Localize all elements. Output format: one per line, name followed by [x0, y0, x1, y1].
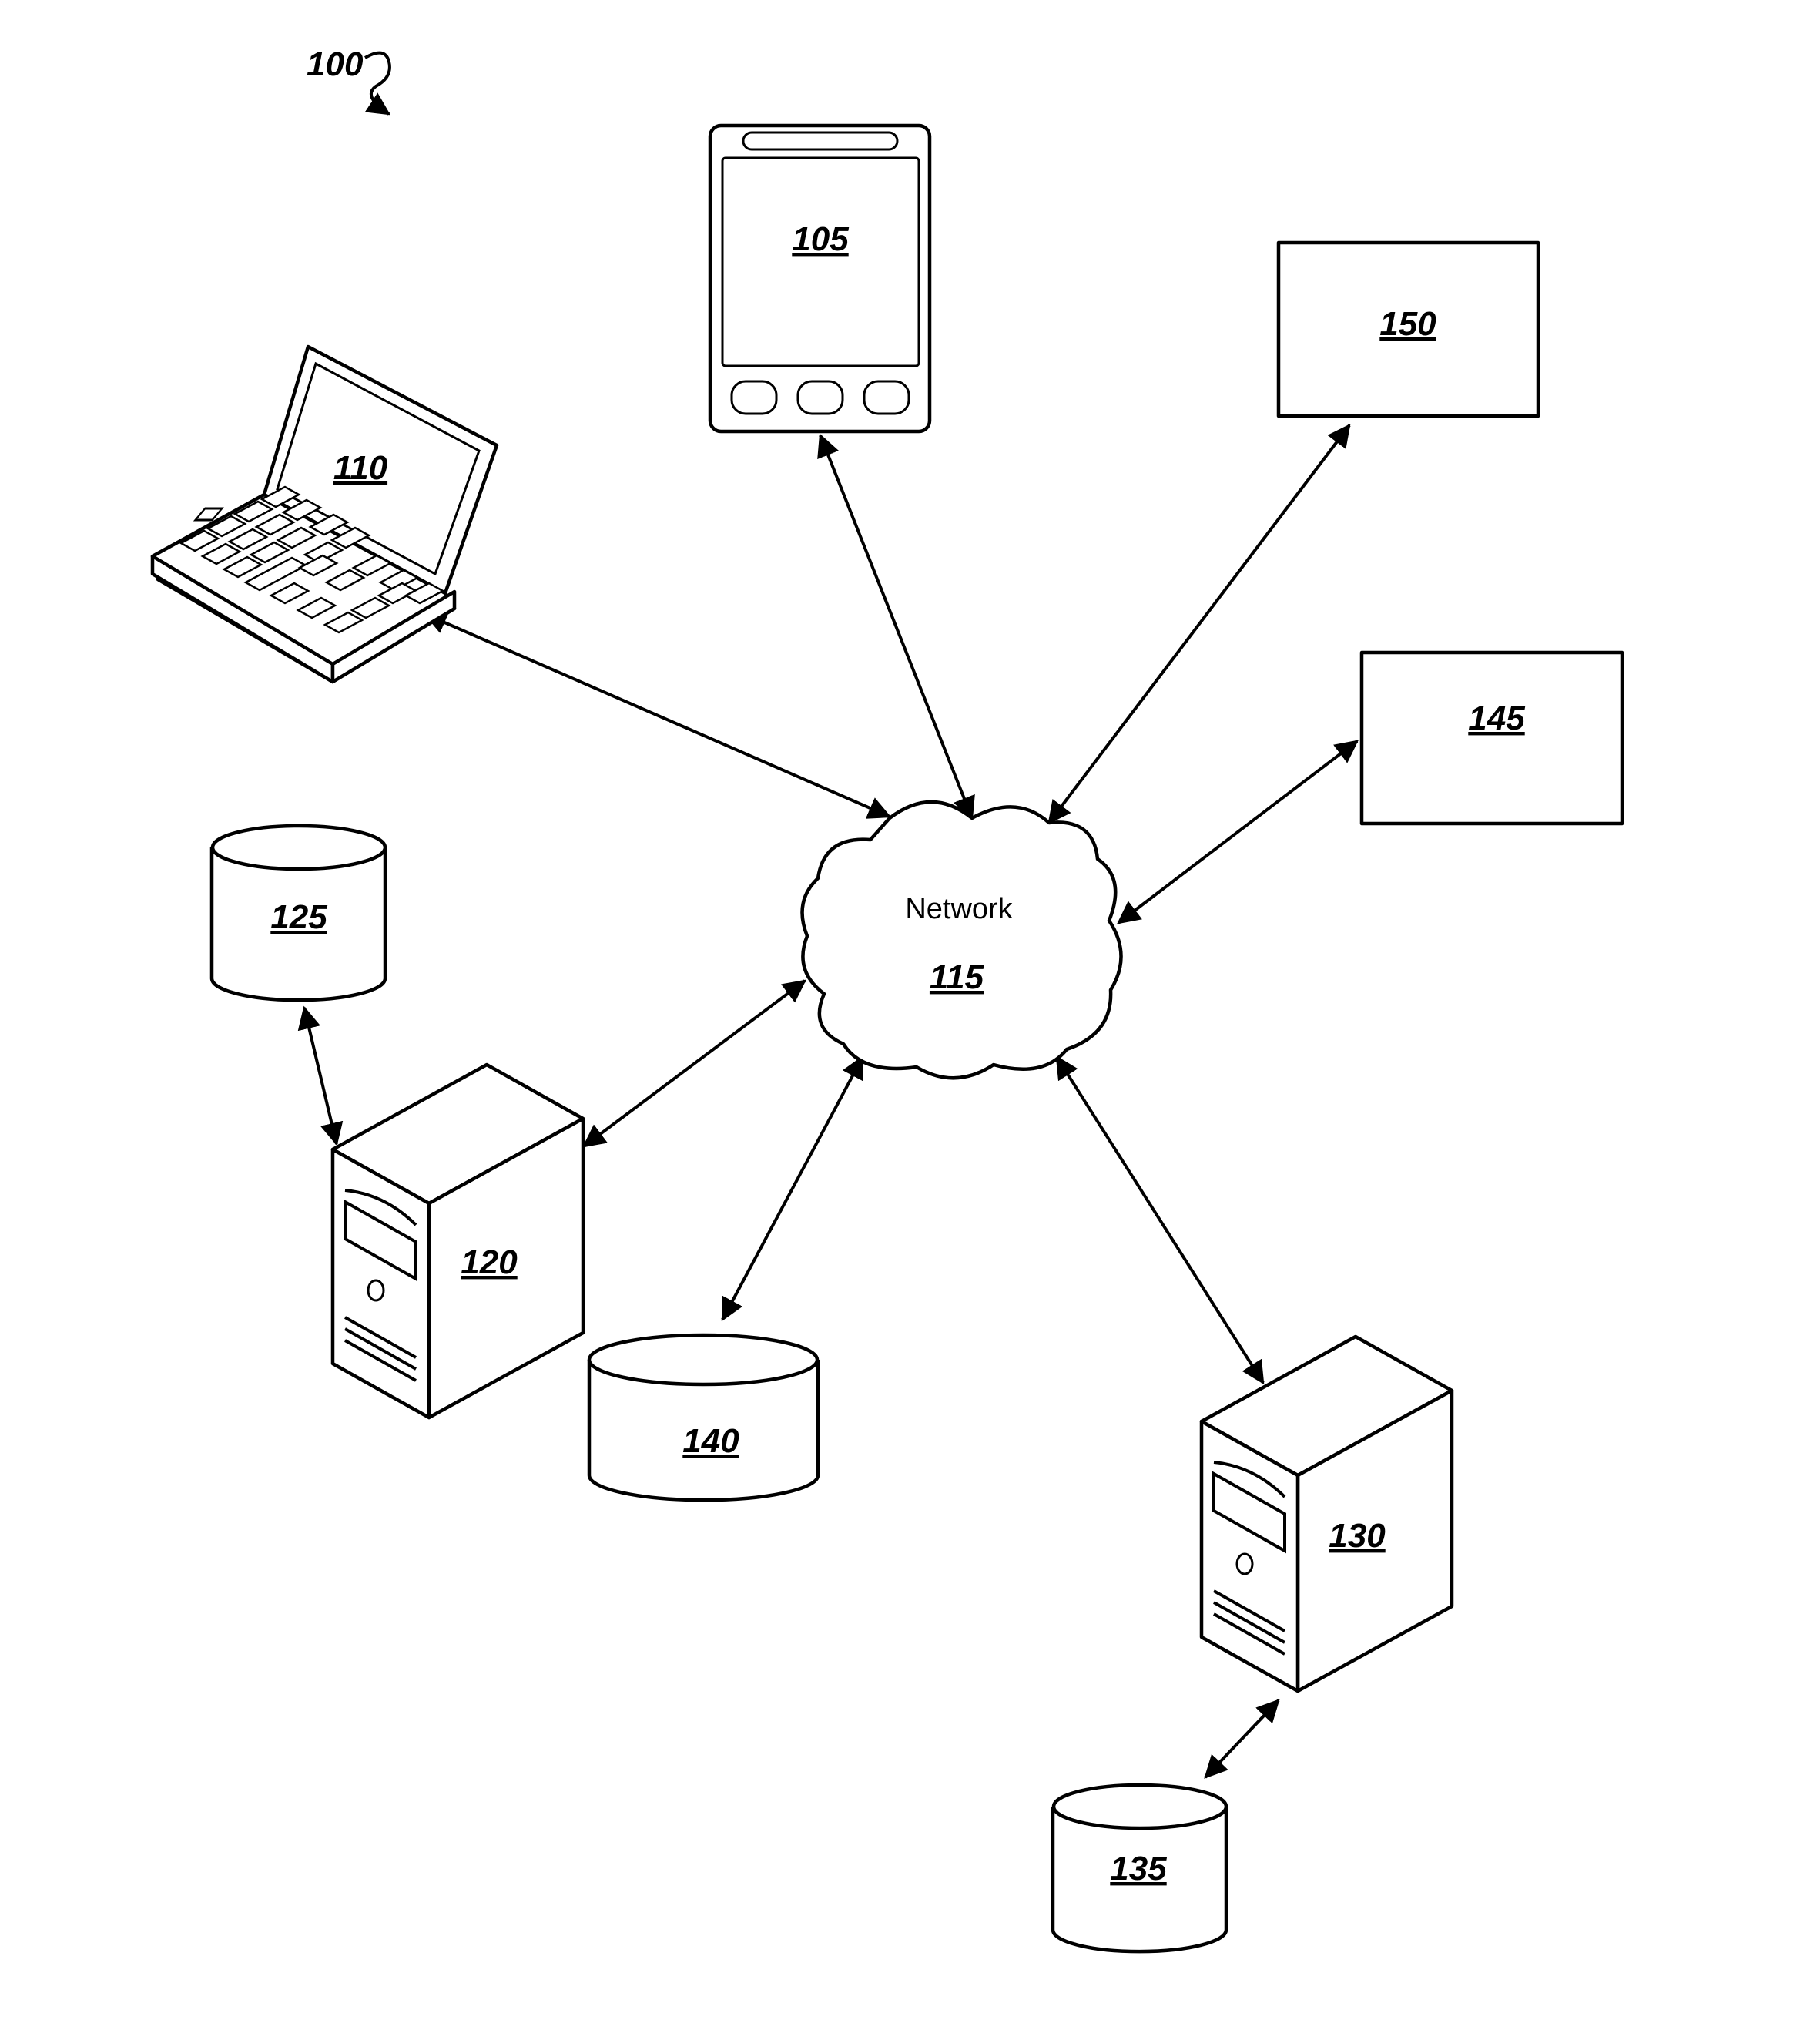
- link-130-135: [1205, 1700, 1279, 1777]
- label-150: 150: [1379, 305, 1436, 343]
- label-130: 130: [1329, 1517, 1386, 1555]
- label-105: 105: [792, 220, 849, 258]
- label-145: 145: [1468, 700, 1525, 737]
- figure-pointer-arrow: [365, 53, 390, 114]
- db-140-top: [589, 1335, 817, 1384]
- mobile-button-left: [732, 381, 776, 414]
- database-135: 135: [1053, 1785, 1226, 1951]
- label-120: 120: [461, 1243, 518, 1281]
- label-110: 110: [333, 449, 388, 487]
- mobile-button-right: [864, 381, 909, 414]
- label-135: 135: [1110, 1850, 1167, 1887]
- link-network-105: [820, 435, 972, 818]
- label-115: 115: [930, 958, 984, 996]
- server-120: 120: [333, 1065, 583, 1418]
- database-125: 125: [212, 826, 385, 1000]
- server-120-power-icon: [368, 1280, 384, 1300]
- cloud-shape: [803, 802, 1121, 1078]
- db-125-top: [213, 826, 385, 869]
- box-145: [1362, 653, 1622, 824]
- link-network-120: [584, 981, 805, 1146]
- db-135-top: [1054, 1785, 1226, 1828]
- link-network-130: [1057, 1057, 1263, 1383]
- link-125-120: [304, 1008, 337, 1144]
- figure-label: 100: [307, 45, 390, 114]
- device-box-145: 145: [1362, 653, 1622, 824]
- link-network-150: [1049, 425, 1349, 823]
- mobile-screen: [722, 158, 919, 366]
- laptop-device: 110: [153, 347, 497, 682]
- figure-number: 100: [307, 45, 364, 83]
- mobile-speaker: [743, 133, 897, 149]
- link-network-140: [722, 1057, 863, 1320]
- database-140: 140: [589, 1335, 818, 1500]
- label-140: 140: [682, 1422, 739, 1460]
- server-130: 130: [1202, 1337, 1452, 1691]
- mobile-button-center: [798, 381, 843, 414]
- network-cloud: Network 115: [803, 802, 1121, 1078]
- link-network-145: [1118, 741, 1357, 923]
- label-125: 125: [270, 898, 327, 936]
- mobile-device: 105: [710, 126, 930, 431]
- link-network-110: [425, 614, 890, 817]
- network-title: Network: [905, 893, 1013, 925]
- server-130-power-icon: [1237, 1554, 1252, 1574]
- device-box-150: 150: [1279, 243, 1538, 416]
